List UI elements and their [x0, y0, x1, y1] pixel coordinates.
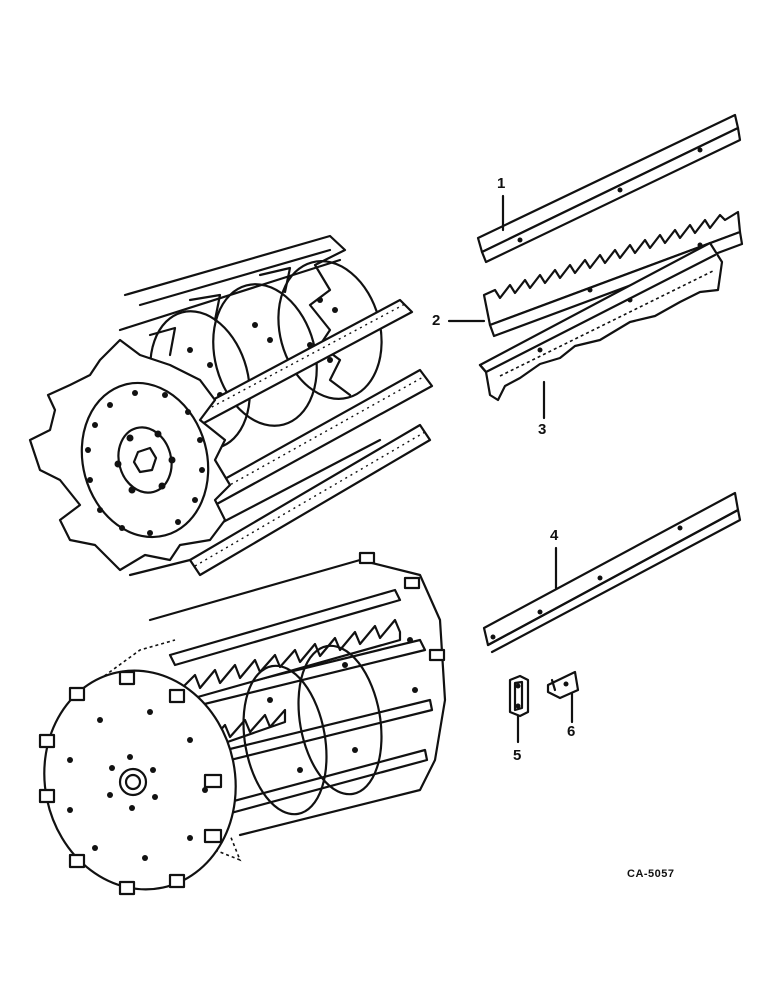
- callout-1: 1: [497, 175, 506, 192]
- callout-4: 4: [550, 527, 559, 544]
- callout-5: 5: [513, 747, 522, 764]
- rasp-bar-rotor-drawing: [28, 234, 434, 577]
- callout-3: 3: [538, 421, 547, 438]
- part-6-bracket: [546, 670, 580, 724]
- spike-tooth-rotor-drawing: [38, 551, 447, 896]
- callout-2: 2: [432, 312, 441, 329]
- part-2-serrated-bar: [447, 210, 744, 338]
- part-4-flat-bar: [482, 491, 742, 654]
- part-3-notched-bar: [478, 241, 724, 420]
- part-5-clip: [508, 674, 530, 744]
- part-1-angle-bar: [476, 113, 742, 264]
- drawing-code: CA-5057: [627, 868, 675, 880]
- callout-6: 6: [567, 723, 576, 740]
